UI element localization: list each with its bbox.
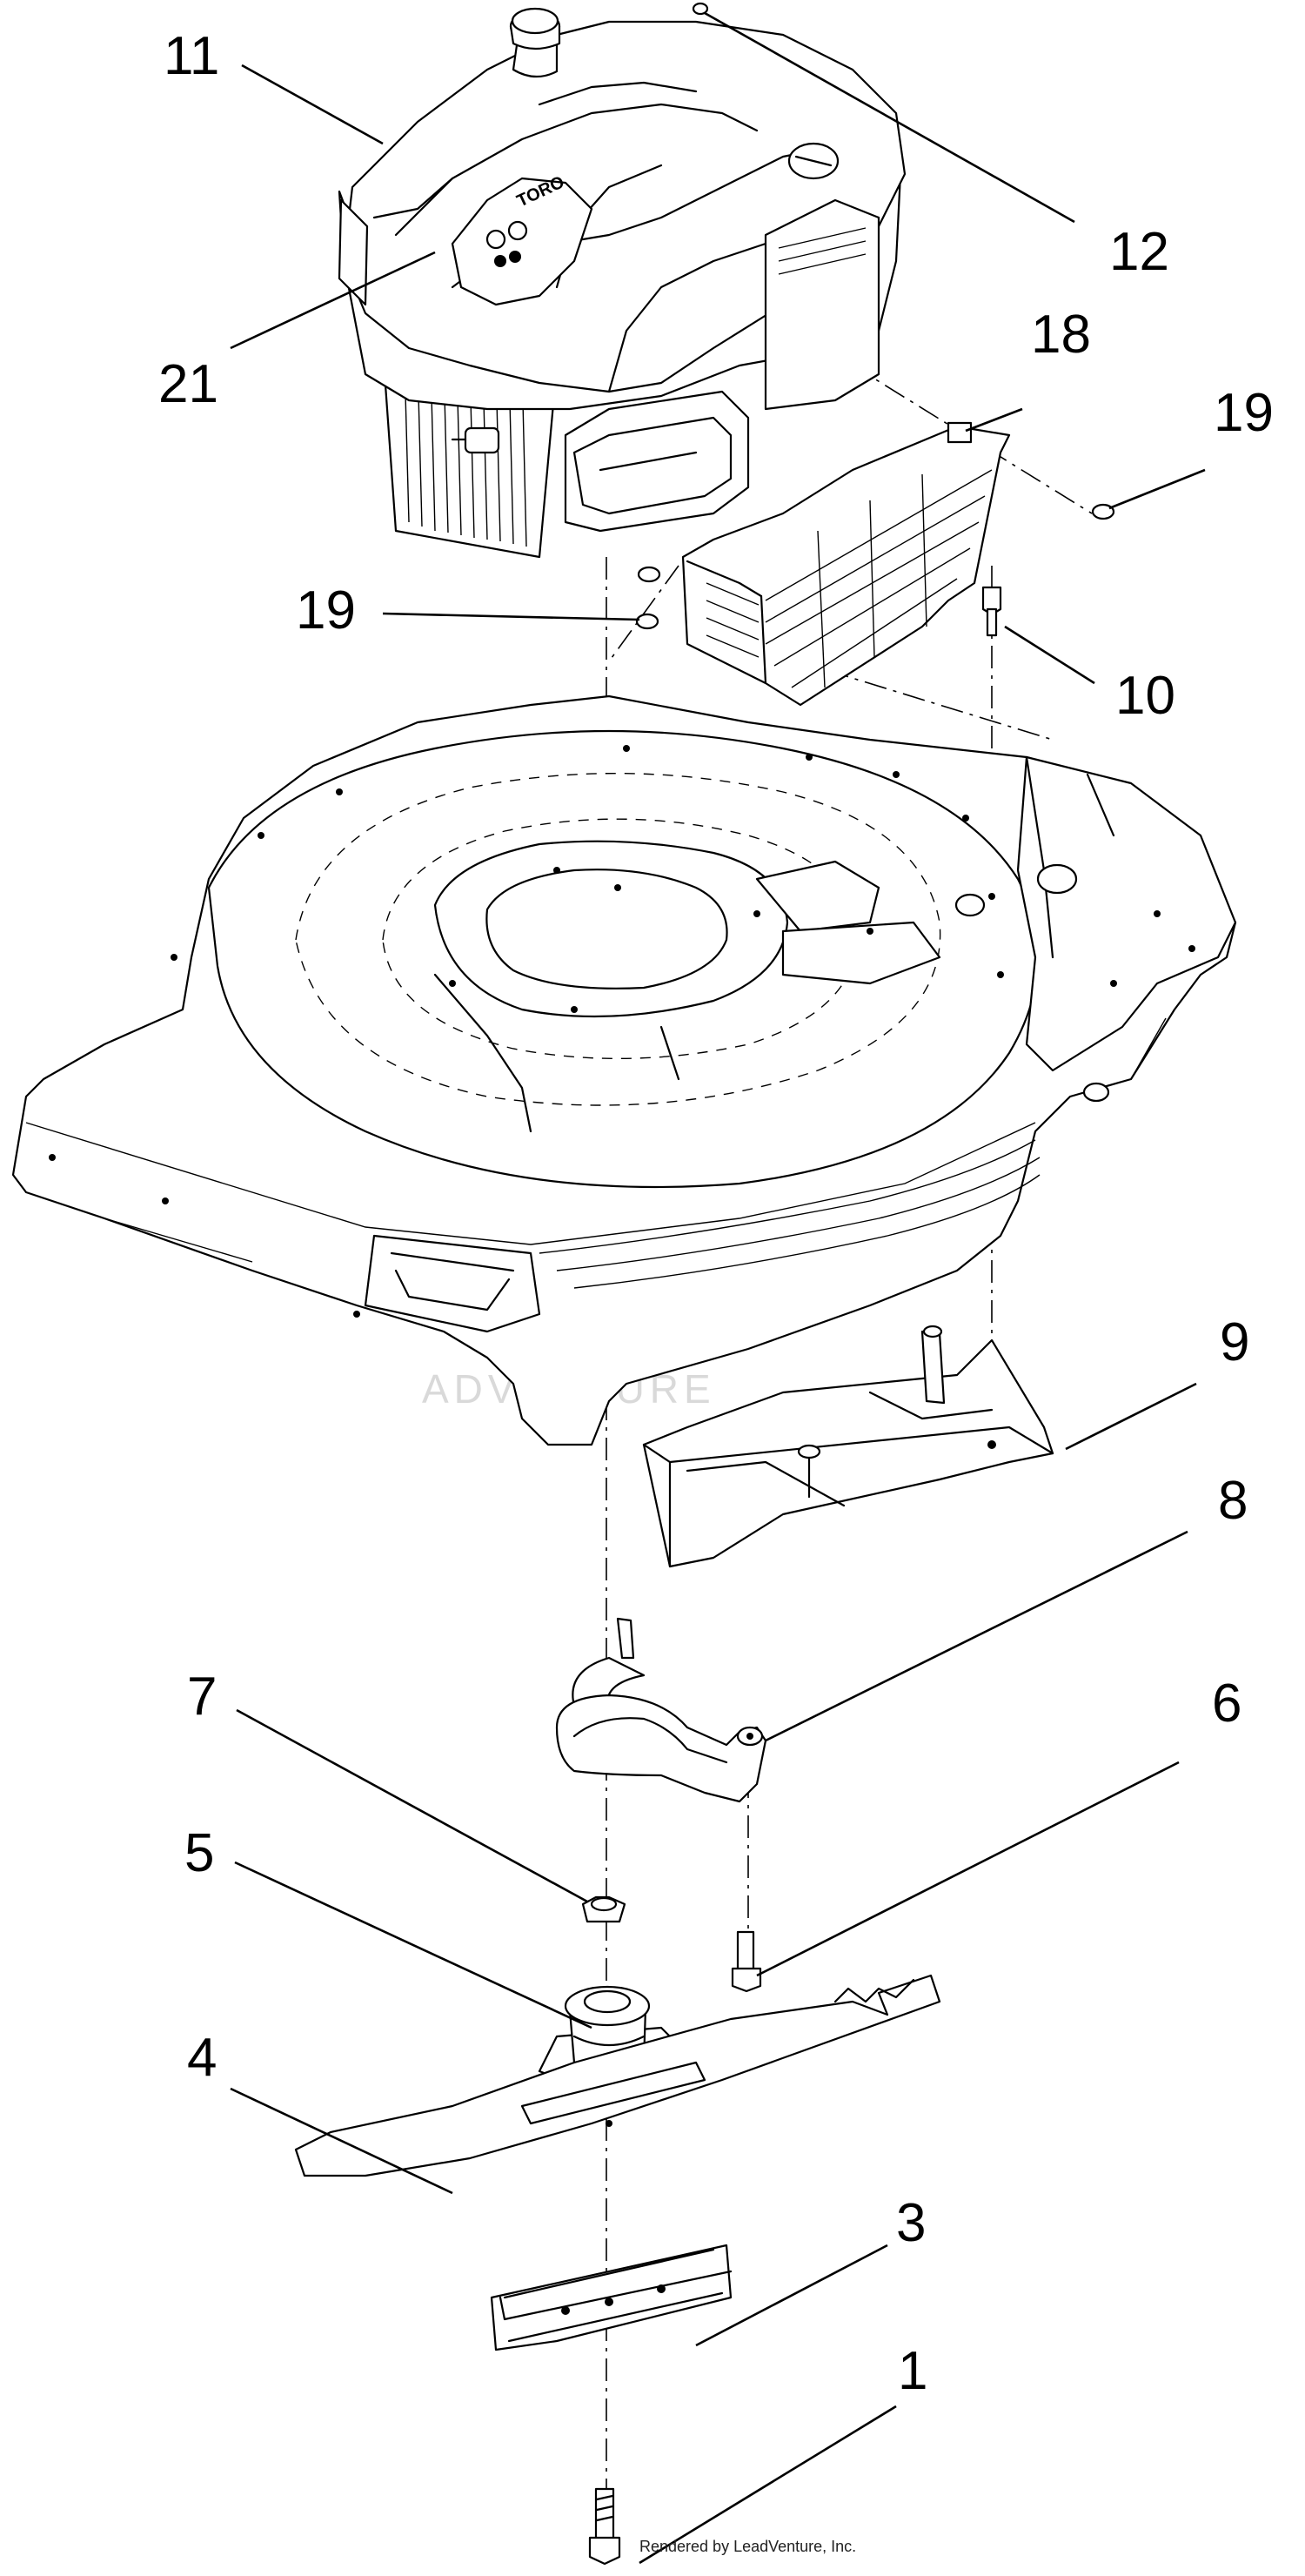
callout-10: 10: [1115, 666, 1175, 726]
bolt-part-1: [588, 2487, 621, 2566]
callout-1: 1: [898, 2341, 927, 2401]
lever-part-8: [555, 1617, 767, 1803]
deck-holes: [49, 745, 1195, 1318]
callout-labels: 11 12 21 18 19 19 10 9 8 6 7 5 4 3 1: [158, 26, 1274, 2401]
credit-text: Rendered by LeadVenture, Inc.: [639, 2538, 856, 2555]
callout-9: 9: [1220, 1312, 1249, 1372]
bolt-part-6: [731, 1930, 762, 1993]
callout-21: 21: [158, 354, 218, 414]
screw-part-12: [692, 2, 709, 16]
callout-6: 6: [1212, 1674, 1241, 1734]
baffle-part-9: [642, 1325, 1054, 1568]
stiffener-part-3: [490, 2244, 733, 2351]
callout-11: 11: [164, 26, 219, 86]
callout-4: 4: [187, 2028, 217, 2088]
engine-part-11: TORO: [338, 7, 907, 559]
callout-7: 7: [187, 1667, 217, 1727]
callout-19-right: 19: [1214, 383, 1274, 443]
nut-part-7: [581, 1895, 626, 1923]
callout-5: 5: [184, 1823, 214, 1883]
screws-part-19: [635, 503, 1115, 630]
callout-12: 12: [1109, 222, 1169, 282]
callout-19-left: 19: [296, 580, 356, 641]
callout-8: 8: [1218, 1471, 1248, 1531]
mower-deck: [11, 694, 1237, 1446]
blade-part-4: [294, 1974, 941, 2177]
shield-part-18: [681, 421, 1011, 707]
leader-lines: [230, 11, 1206, 2565]
bolt-part-10: [981, 586, 1002, 637]
callout-18: 18: [1031, 305, 1091, 365]
callout-3: 3: [896, 2193, 926, 2253]
